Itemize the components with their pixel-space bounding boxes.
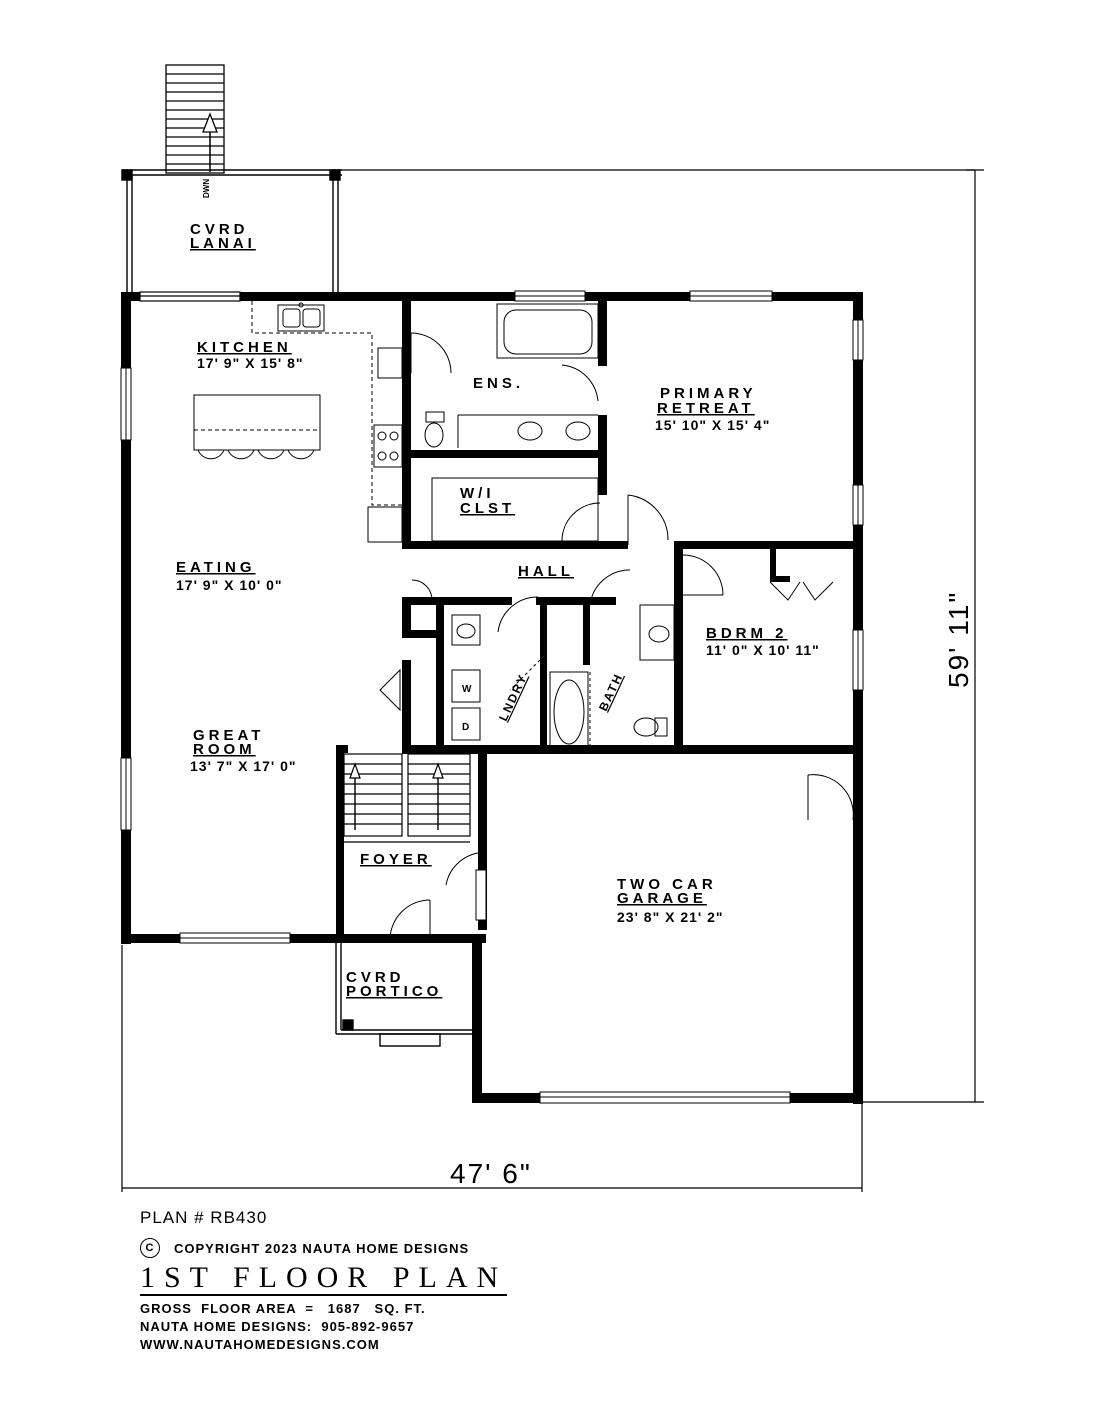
ensuite-label: ENS. xyxy=(473,375,524,392)
eating-label: EATING xyxy=(176,559,256,576)
dryer-label: D xyxy=(462,722,469,733)
bdrm2-label: BDRM 2 xyxy=(706,625,788,642)
garage-label-line2: GARAGE xyxy=(617,890,707,907)
room-labels: CVRD LANAI KITCHEN 17' 9" X 15' 8" ENS. … xyxy=(176,221,820,1000)
portico-outline xyxy=(335,943,472,1047)
door-swings xyxy=(379,494,854,941)
copyright-text: COPYRIGHT 2023 NAUTA HOME DESIGNS xyxy=(174,1240,470,1256)
kitchen-dims: 17' 9" X 15' 8" xyxy=(197,355,304,371)
overall-depth-dimension: 59' 11" xyxy=(943,591,974,688)
bath-label: BATH xyxy=(596,671,626,714)
great-room-dims: 13' 7" X 17' 0" xyxy=(190,758,297,774)
lanai-label-line1: CVRD xyxy=(190,221,249,238)
great-room-label-line1: GREAT xyxy=(193,727,264,744)
kitchen-label: KITCHEN xyxy=(197,339,292,356)
interior-stairs xyxy=(343,753,471,843)
primary-dims: 15' 10" X 15' 4" xyxy=(655,417,770,433)
wic-fixtures xyxy=(431,477,601,542)
copyright-line: C COPYRIGHT 2023 NAUTA HOME DESIGNS xyxy=(140,1238,700,1258)
hall-label: HALL xyxy=(518,563,574,580)
copyright-icon: C xyxy=(140,1238,160,1258)
overall-width-dimension: 47' 6" xyxy=(450,1158,532,1189)
lanai-stairs xyxy=(165,64,225,174)
portico-label-line1: CVRD xyxy=(346,969,405,986)
eating-dims: 17' 9" X 10' 0" xyxy=(176,577,283,593)
bdrm2-dims: 11' 0" X 10' 11" xyxy=(706,642,820,658)
wic-label-line1: W/I xyxy=(460,485,495,502)
garage-dims: 23' 8" X 21' 2" xyxy=(617,909,724,925)
kitchen-fixtures xyxy=(193,301,403,543)
company-phone: NAUTA HOME DESIGNS: 905-892-9657 xyxy=(140,1319,415,1334)
floor-plan-title: 1ST FLOOR PLAN xyxy=(140,1261,508,1296)
gross-floor-area: GROSS FLOOR AREA = 1687 SQ. FT. xyxy=(140,1301,426,1316)
laundry-label: LNDRY xyxy=(496,671,530,723)
plan-info: GROSS FLOOR AREA = 1687 SQ. FT. NAUTA HO… xyxy=(140,1300,700,1354)
stair-down-label: DWN xyxy=(202,179,211,198)
laundry-fixtures xyxy=(451,614,541,741)
washer-label: W xyxy=(462,684,472,695)
ensuite-fixtures xyxy=(410,303,599,448)
bath-fixtures xyxy=(549,604,675,747)
interior-walls xyxy=(336,296,860,940)
wic-label-line2: CLST xyxy=(460,500,515,517)
garage-label-line1: TWO CAR xyxy=(617,876,717,893)
primary-label-line1: PRIMARY xyxy=(660,385,757,402)
company-website: WWW.NAUTAHOMEDESIGNS.COM xyxy=(140,1337,380,1352)
windows xyxy=(120,290,864,1104)
portico-label-line2: PORTICO xyxy=(346,983,442,1000)
foyer-label: FOYER xyxy=(360,851,432,868)
lanai-outline xyxy=(121,169,342,296)
lanai-label-line2: LANAI xyxy=(190,235,256,252)
dimension-lines xyxy=(121,169,984,1192)
lanai-sliding-door xyxy=(139,291,241,302)
plan-number: PLAN # RB430 xyxy=(140,1208,268,1227)
great-room-label-line2: ROOM xyxy=(193,741,256,758)
primary-label-line2: RETREAT xyxy=(657,400,755,417)
title-block: PLAN # RB430 C COPYRIGHT 2023 NAUTA HOME… xyxy=(140,1208,700,1354)
